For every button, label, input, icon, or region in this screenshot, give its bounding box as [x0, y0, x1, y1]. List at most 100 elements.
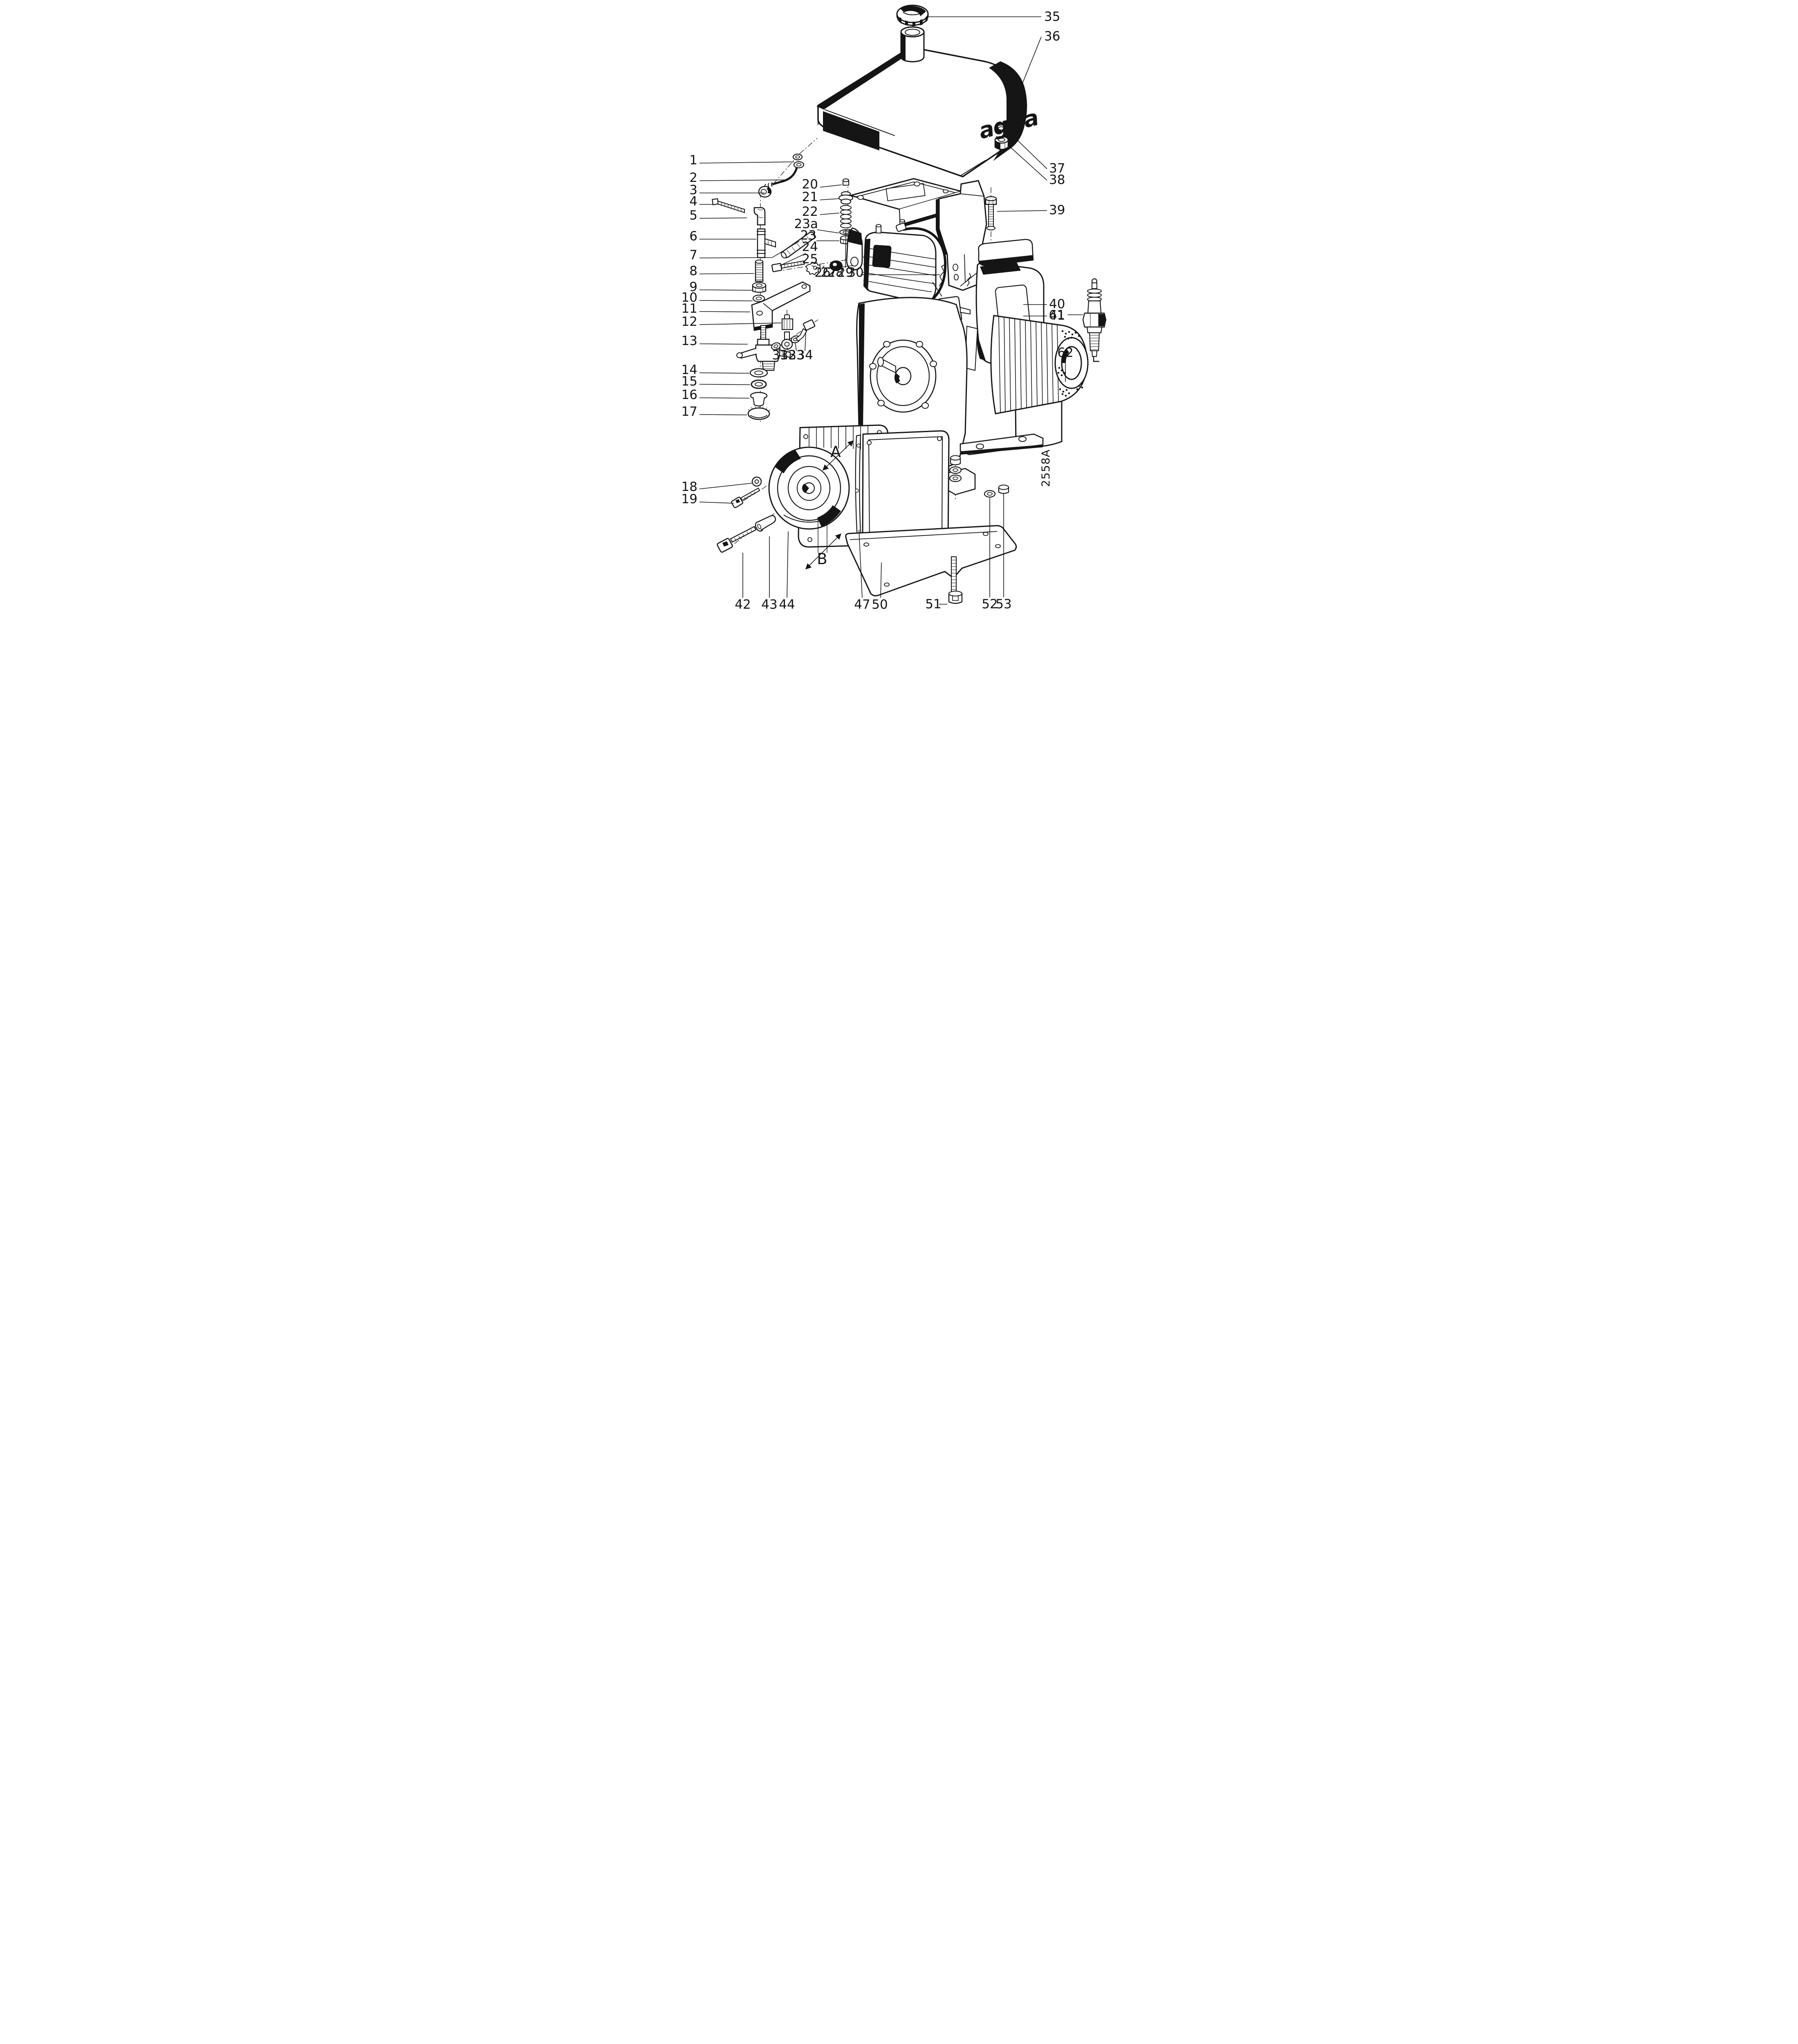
leader-line-15: [699, 384, 751, 385]
part-label-32: 32: [780, 348, 796, 363]
leader-line-8: [699, 273, 755, 274]
support-bracket-30: [936, 180, 987, 291]
leader-line-10: [699, 300, 753, 301]
part-label-20: 20: [802, 177, 818, 192]
leader-line-20: [820, 184, 842, 188]
leader-line-22: [820, 213, 840, 215]
part-label-23: 23: [800, 228, 816, 243]
engine-mounts: [945, 433, 1044, 498]
tee-fitting: [757, 228, 776, 258]
part-label-9: 9: [689, 280, 697, 294]
leader-line-33: [795, 342, 797, 351]
part-label-25: 25: [802, 252, 818, 267]
part-label-1: 1: [689, 153, 697, 168]
leader-line-1: [699, 161, 794, 164]
base-plate: [845, 525, 1017, 596]
mount-nut-stack: [949, 455, 962, 482]
part-label-17: 17: [682, 404, 697, 419]
fuel-tap: [736, 325, 791, 371]
part-label-53: 53: [995, 597, 1011, 612]
parts-diagram-sheet: agria: [674, 0, 1124, 623]
cover-washer-18: [751, 476, 762, 487]
part-label-36: 36: [1044, 29, 1060, 44]
part-label-39: 39: [1049, 203, 1065, 217]
fuel-line-parts: [711, 153, 816, 508]
part-label-19: 19: [682, 492, 697, 507]
cylinder-head: [863, 219, 947, 305]
cable-tie: [711, 198, 745, 213]
leader-line-37: [1007, 130, 1047, 169]
cover-screw-19: [731, 487, 760, 508]
leader-line-36: [1009, 36, 1042, 116]
leader-line-26: [822, 265, 825, 268]
part-label-16: 16: [682, 388, 697, 402]
leader-line-34: [805, 332, 806, 351]
part-label-43: 43: [761, 597, 777, 612]
leader-line-23a: [817, 229, 839, 233]
banjo-union: [771, 314, 816, 350]
leader-line-24: [779, 253, 806, 266]
part-label-6: 6: [689, 229, 697, 244]
spring-22: [840, 205, 852, 229]
hex-bolt-39: [985, 196, 997, 231]
part-label-37: 37: [1049, 161, 1065, 176]
part-label-30: 30: [847, 265, 863, 280]
leader-line-2: [699, 179, 788, 181]
part-label-47: 47: [854, 597, 870, 612]
nut-53: [998, 484, 1009, 494]
part-label-8: 8: [689, 264, 697, 278]
threaded-tube: [755, 260, 764, 282]
leader-line-12: [699, 323, 782, 325]
rubber-buffer-26: [830, 260, 843, 271]
part-label-52: 52: [982, 597, 998, 612]
part-label-33: 33: [788, 348, 804, 363]
hex-nut-9: [752, 282, 767, 293]
part-label-7: 7: [689, 248, 697, 262]
part-label-11: 11: [682, 301, 697, 316]
washer-52: [984, 490, 996, 498]
part-label-24: 24: [802, 240, 818, 254]
part-label-18: 18: [682, 480, 697, 494]
tank-nut: [994, 136, 1009, 150]
part-label-38: 38: [1049, 173, 1065, 187]
hex-bolt-24: [771, 260, 805, 272]
hook-bracket-28: [846, 227, 863, 271]
fuel-cap: [896, 4, 929, 26]
plate-screw-51: [948, 556, 963, 604]
callout-layer: 1234567891011121314151617181920212223a23…: [682, 9, 1083, 612]
part-label-21: 21: [802, 190, 818, 204]
part-label-23a: 23a: [794, 217, 818, 231]
banjo-bolt-34: [795, 319, 816, 342]
part-label-27: 27: [821, 265, 836, 280]
leader-line-21: [820, 198, 839, 200]
leader-line-44: [787, 531, 789, 598]
leader-line-32: [787, 347, 789, 351]
part-label-22: 22: [802, 204, 818, 219]
leader-line-7: [699, 241, 800, 258]
part-label-26: 26: [814, 265, 830, 280]
fuel-tank: [816, 4, 1027, 177]
part-label-61: 61: [1049, 308, 1065, 323]
tank-washer: [994, 124, 1008, 132]
leader-line-47: [859, 529, 863, 598]
fuel-hose: [780, 231, 816, 259]
part-label-28: 28: [827, 265, 843, 280]
spark-plug: [1082, 278, 1107, 362]
leader-line-28: [835, 265, 853, 268]
part-label-3: 3: [689, 183, 697, 197]
part-label-B: B: [817, 550, 827, 568]
hose-clamp-12: [781, 314, 794, 330]
part-label-2: 2: [689, 170, 697, 185]
part-label-34: 34: [797, 348, 813, 363]
part-label-13: 13: [682, 334, 697, 348]
sleeve-nut-43: [755, 515, 776, 532]
part-label-62: 62: [1057, 345, 1073, 360]
part-label-42: 42: [735, 597, 751, 612]
part-label-41: 41: [1049, 308, 1065, 323]
star-nut-25: [805, 261, 821, 276]
part-label-15: 15: [682, 374, 697, 389]
part-label-5: 5: [689, 208, 697, 223]
part-label-4: 4: [689, 194, 697, 209]
starter-pulley: [768, 446, 850, 530]
air-cleaner: [990, 315, 1089, 415]
